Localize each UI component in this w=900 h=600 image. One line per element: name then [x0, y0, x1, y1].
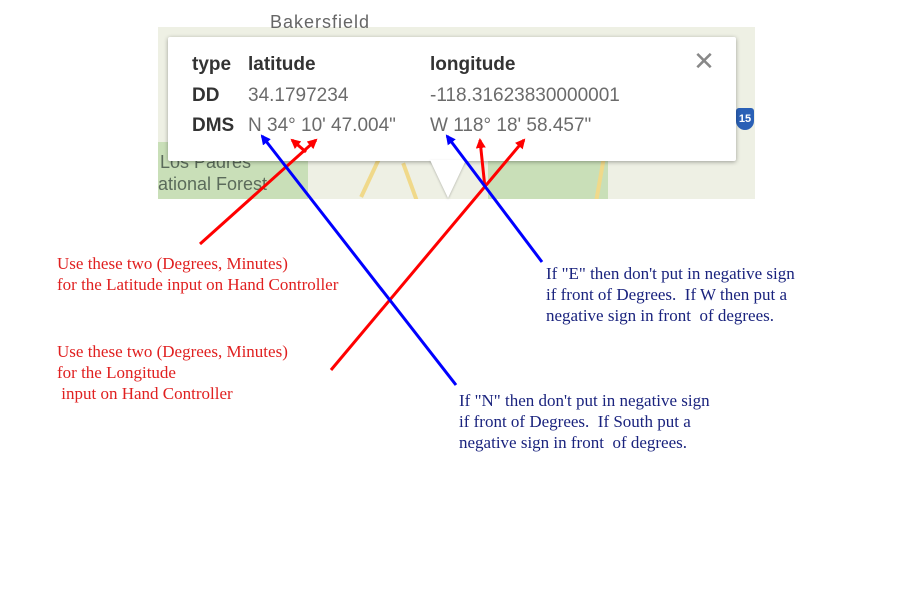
longitude-header: longitude — [430, 54, 516, 75]
map-place-label: Bakersfield — [270, 12, 371, 32]
dms-longitude-value: W 118° 18' 58.457" — [430, 115, 592, 136]
dms-latitude-value: N 34° 10' 47.004" — [248, 115, 396, 136]
red-arrow-longitude-degrees — [475, 138, 487, 189]
map-forest-label-line2: ational Forest — [158, 174, 268, 194]
red-arrow-longitude-minutes — [329, 138, 526, 371]
north-south-note: If "N" then don't put in negative sign i… — [459, 391, 710, 452]
close-icon[interactable]: ✕ — [693, 46, 715, 76]
red-arrow-latitude-minutes — [290, 138, 307, 154]
type-header: type — [192, 54, 232, 75]
dd-longitude-value: -118.31623830000001 — [430, 85, 620, 106]
dd-latitude-value: 34.1797234 — [248, 85, 349, 106]
highway-shield-icon: 15 — [736, 108, 754, 130]
blue-arrow-west — [445, 134, 544, 263]
popup-pointer — [430, 160, 466, 198]
east-west-note: If "E" then don't put in negative sign i… — [546, 264, 795, 325]
latitude-header: latitude — [248, 54, 316, 75]
red-arrow-latitude-degrees — [198, 138, 318, 246]
dd-row-type: DD — [192, 85, 220, 106]
dms-row-type: DMS — [192, 115, 235, 136]
latitude-note: Use these two (Degrees, Minutes) for the… — [57, 254, 339, 294]
blue-arrow-north — [260, 134, 458, 386]
longitude-note: Use these two (Degrees, Minutes) for the… — [57, 342, 288, 403]
